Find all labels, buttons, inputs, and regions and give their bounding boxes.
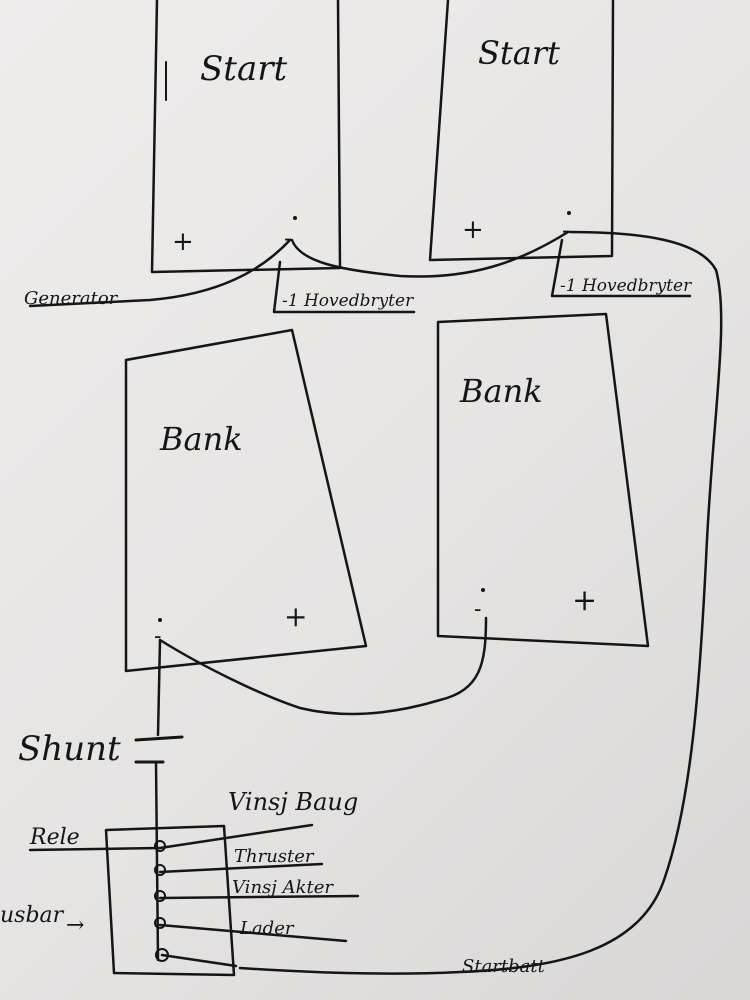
wire-shunt-to-busbar	[154, 760, 160, 962]
busbar-arrow-icon: →	[66, 913, 84, 938]
wire-main-switch-left	[272, 260, 416, 314]
busbar-node-3	[154, 890, 166, 902]
start-battery-right-outline	[428, 0, 615, 262]
wire-generator	[28, 238, 292, 308]
start-battery-left-label: Start	[200, 49, 287, 89]
wire-bank-to-shunt	[156, 638, 162, 737]
bank-battery-right-minus: -	[474, 597, 481, 622]
start-battery-left-plus: +	[172, 227, 194, 257]
bank-battery-left-label: Bank	[159, 420, 243, 458]
bank-battery-right-label: Bank	[459, 372, 543, 410]
lader-label: Lader	[239, 918, 295, 939]
vinsj-baug-label: Vinsj Baug	[228, 788, 358, 816]
start-battery-right-minus: -	[562, 216, 570, 244]
wire-rele-vinsj-baug	[28, 823, 314, 852]
bank-battery-right: Bank + -	[436, 312, 650, 648]
main-switch-left-label: -1 Hovedbryter	[282, 291, 414, 311]
bank-battery-right-plus: +	[572, 583, 597, 618]
wire-thruster	[158, 862, 324, 874]
thruster-label: Thruster	[234, 846, 315, 867]
busbar-panel-outline	[104, 824, 236, 977]
startbatt-label: Startbatt	[462, 956, 546, 977]
bank-battery-left-plus: +	[284, 600, 307, 633]
wire-startbatt	[238, 230, 723, 975]
wire-vinsj-akter	[158, 894, 360, 900]
wire-main-switch-right	[550, 238, 692, 298]
bank-battery-left: Bank + -	[124, 328, 368, 673]
bank-battery-left-minus: -	[154, 624, 161, 649]
wire-startbatt-stub	[160, 953, 238, 968]
wire-lader	[158, 923, 348, 943]
busbar-label: usbar	[0, 903, 65, 928]
start-battery-left-minus: -	[284, 224, 292, 252]
start-battery-right: Start + -	[428, 0, 615, 262]
wire-start-minus-link	[290, 230, 570, 278]
bank-battery-left-outline	[124, 328, 368, 673]
busbar-node-2	[154, 864, 166, 876]
wires	[28, 230, 723, 975]
bank-battery-left-terminal-dot	[158, 618, 162, 622]
start-battery-left-terminal-dot	[293, 216, 297, 220]
start-battery-left-outline	[150, 0, 342, 274]
bank-battery-right-outline	[436, 312, 650, 648]
busbar-panel	[28, 823, 360, 977]
start-battery-left: Start + -	[150, 0, 342, 274]
wire-bank-link	[158, 616, 488, 716]
shunt-plate-top	[134, 735, 184, 742]
generator-label: Generator	[24, 288, 119, 309]
bank-battery-right-terminal-dot	[481, 588, 485, 592]
start-battery-right-terminal-dot	[567, 211, 571, 215]
start-battery-right-plus: +	[462, 215, 484, 245]
shunt-label: Shunt	[18, 729, 121, 769]
start-battery-right-label: Start	[478, 34, 560, 72]
shunt: Shunt	[18, 729, 184, 769]
rele-label: Rele	[29, 825, 80, 850]
busbar-node-4	[154, 917, 166, 929]
main-switch-right-label: -1 Hovedbryter	[560, 276, 692, 296]
vinsj-akter-label: Vinsj Akter	[232, 877, 334, 898]
